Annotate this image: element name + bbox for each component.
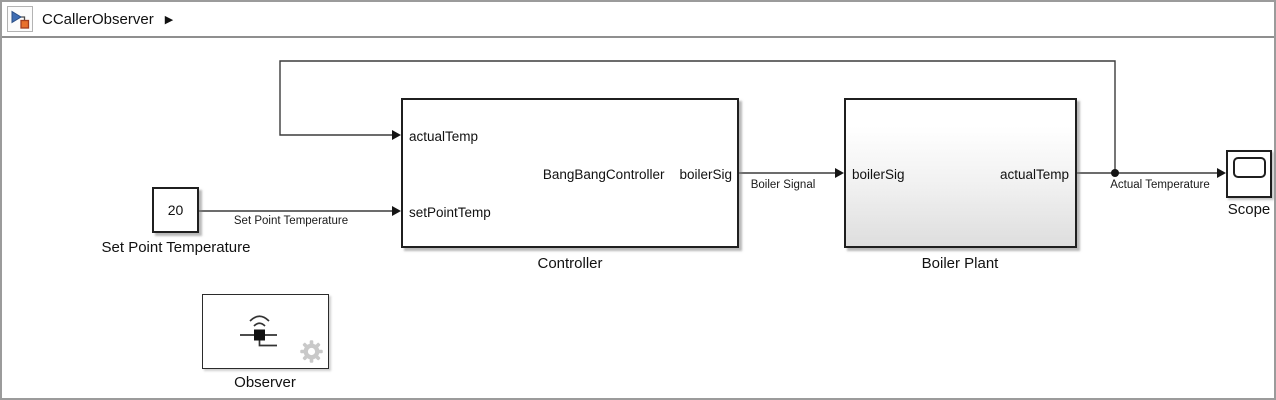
signal-wires: [199, 60, 1226, 216]
port-out-boiler-sig: boilerSig: [679, 167, 732, 182]
port-boiler-sig-in: boilerSig: [852, 167, 905, 182]
observer-probe-icon: [240, 315, 277, 347]
scope-screen-icon: [1233, 157, 1266, 178]
diagram-canvas[interactable]: 20 Set Point Temperature actualTemp setP…: [2, 38, 1274, 396]
port-in-set-point: setPointTemp: [409, 205, 491, 220]
arrowhead-feedback: [392, 130, 401, 140]
block-boiler-plant[interactable]: boilerSig actualTemp: [844, 98, 1077, 248]
block-controller[interactable]: actualTemp setPointTemp BangBangControll…: [401, 98, 739, 248]
signal-label-boiler[interactable]: Boiler Signal: [750, 179, 816, 191]
controller-function-label: BangBangController: [542, 167, 665, 182]
breadcrumb: CCallerObserver ▶: [2, 2, 1274, 38]
wire-junction-dot: [1111, 169, 1119, 177]
signal-label-set-point[interactable]: Set Point Temperature: [233, 215, 349, 227]
gear-icon: [300, 340, 323, 363]
breadcrumb-separator-icon: ▶: [164, 13, 174, 26]
arrowhead-set-point: [392, 206, 401, 216]
port-actual-temp-out: actualTemp: [999, 167, 1069, 182]
block-scope[interactable]: [1226, 150, 1272, 198]
block-name-controller: Controller: [537, 255, 603, 272]
block-name-boiler-plant: Boiler Plant: [921, 255, 999, 272]
signal-label-actual[interactable]: Actual Temperature: [1110, 179, 1210, 191]
block-name-set-point-constant: Set Point Temperature: [101, 239, 251, 256]
simulink-model-icon: [11, 10, 30, 29]
block-set-point-constant[interactable]: 20: [152, 187, 199, 233]
block-name-observer: Observer: [234, 374, 296, 391]
constant-value: 20: [167, 202, 184, 218]
wire-feedback-loop[interactable]: [279, 60, 1116, 173]
arrowhead-boiler-signal: [835, 168, 844, 178]
block-observer[interactable]: [202, 294, 329, 369]
block-name-scope: Scope: [1227, 201, 1271, 218]
model-icon-button[interactable]: [7, 6, 33, 32]
breadcrumb-model-name[interactable]: CCallerObserver: [42, 10, 154, 28]
port-in-actual-temp: actualTemp: [409, 129, 479, 144]
arrowhead-scope: [1217, 168, 1226, 178]
